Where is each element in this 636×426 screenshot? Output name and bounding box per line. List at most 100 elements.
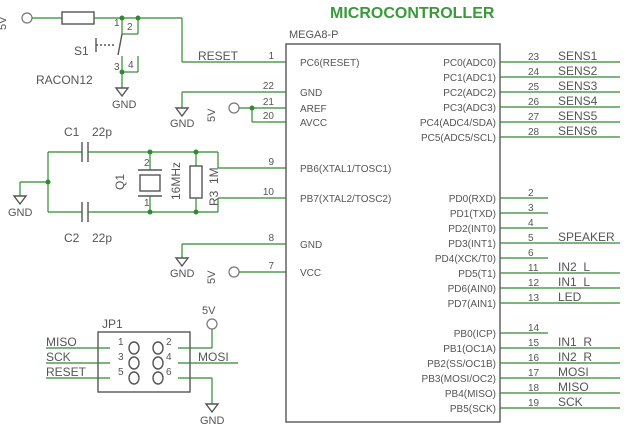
svg-text:1: 1 (114, 18, 120, 29)
chip-pin-number: 2 (528, 188, 534, 199)
res3-value: 1M (207, 167, 221, 184)
crystal-ref: Q1 (113, 174, 127, 190)
gnd-icon (174, 107, 190, 118)
chip-pin-name: PB3(MOSI/OC2) (422, 374, 496, 385)
svg-text:5V: 5V (206, 108, 218, 122)
svg-text:GND: GND (112, 99, 137, 111)
switch-ref: S1 (74, 44, 89, 58)
chip-pin-number: 5 (528, 233, 534, 244)
net-label: IN2_L (558, 260, 590, 274)
chip-pin-name: PB5(SCK) (450, 404, 496, 415)
chip-pin-name: PB7(XTAL2/TOSC2) (300, 194, 391, 205)
header-pin-number: 2 (166, 337, 172, 348)
gnd-icon (12, 195, 28, 206)
chip-pin-name: PD0(RXD) (449, 194, 496, 205)
switch-contact (117, 33, 123, 56)
chip-pin-name: PB6(XTAL1/TOSC1) (300, 164, 391, 175)
cap1-value: 22p (92, 125, 112, 139)
resistor-r3 (189, 165, 203, 199)
net-label: SCK (558, 395, 583, 409)
crystal-body (139, 174, 161, 192)
net-label: SENS1 (558, 49, 598, 63)
chip-pin-number: 25 (528, 82, 540, 93)
chip-pin-name: PB4(MISO) (445, 389, 496, 400)
header-pin-number: 5 (118, 367, 124, 378)
header-ref: JP1 (102, 317, 123, 331)
chip-pin-name: PB1(OC1A) (443, 344, 496, 355)
svg-text:RESET: RESET (46, 365, 87, 379)
reset-pullup-resistor (61, 11, 95, 25)
header-pin-number: 6 (166, 367, 172, 378)
reset-5v-label: 5V (0, 16, 9, 30)
svg-text:GND: GND (8, 207, 33, 219)
schematic-title: MICROCONTROLLER (330, 5, 495, 22)
chip-pin-number: 16 (528, 353, 540, 364)
net-label: MOSI (558, 365, 589, 379)
chip-pin-name: AVCC (300, 118, 327, 129)
chip-pin-number: 12 (528, 278, 540, 289)
header-pin (152, 341, 164, 355)
svg-text:MISO: MISO (46, 335, 77, 349)
net-label: SENS4 (558, 94, 598, 108)
header-pin (152, 356, 164, 370)
chip-pin-number: 28 (528, 127, 540, 138)
isp-header (97, 331, 191, 393)
cap2-ref: C2 (64, 231, 80, 245)
chip-pin-name: PD1(TXD) (450, 209, 496, 220)
net-label: SENS5 (558, 109, 598, 123)
header-mosi-label: MOSI (198, 350, 229, 364)
reset-net-label: RESET (198, 49, 239, 63)
chip-pin-number: 27 (528, 112, 540, 123)
header-pin (152, 371, 164, 385)
svg-text:2: 2 (144, 158, 150, 169)
aref-5v-terminal (228, 102, 240, 114)
chip-name: MEGA8-P (289, 29, 339, 41)
chip-pin-number: 1 (268, 51, 274, 62)
chip-pin-name: AREF (300, 104, 327, 115)
net-label: SENS6 (558, 124, 598, 138)
chip-pin-number: 9 (268, 157, 274, 168)
chip-pin-name: PB2(SS/OC1B) (427, 359, 496, 370)
net-label: MISO (558, 380, 589, 394)
chip-pin-number: 8 (268, 233, 274, 244)
svg-text:GND: GND (170, 268, 195, 280)
chip-pin-name: PC3(ADC3) (443, 103, 496, 114)
svg-text:GND: GND (170, 118, 195, 130)
chip-pin-number: 14 (528, 323, 540, 334)
net-label: IN1_R (558, 335, 592, 349)
chip-pin-name: PC6(RESET) (300, 58, 359, 69)
chip-pin-number: 6 (528, 248, 534, 259)
chip-pin-name: GND (300, 88, 322, 99)
chip-pin-number: 24 (528, 67, 540, 78)
chip-pin-number: 18 (528, 383, 540, 394)
chip-pin-number: 7 (268, 261, 274, 272)
chip-pin-number: 19 (528, 398, 540, 409)
chip-pin-name: PD4(XCK/T0) (435, 254, 496, 265)
svg-text:2: 2 (127, 22, 133, 33)
gnd-icon (114, 87, 130, 98)
net-label: SPEAKER (558, 230, 615, 244)
chip-left-pins: 1PC6(RESET)22GND21AREF20AVCC9PB6(XTAL1/T… (263, 51, 391, 279)
header-pin-number: 1 (118, 337, 124, 348)
header-pin-number: 3 (118, 352, 124, 363)
chip-pin-number: 17 (528, 368, 540, 379)
chip-pin-number: 15 (528, 338, 540, 349)
header-pin (128, 341, 140, 355)
net-label: LED (558, 290, 582, 304)
header-5v-terminal (206, 318, 218, 330)
cap2-value: 22p (92, 231, 112, 245)
svg-text:1: 1 (144, 198, 150, 209)
chip-pin-number: 20 (263, 111, 275, 122)
chip-body (285, 43, 501, 423)
net-label: IN1_L (558, 275, 590, 289)
net-label: SENS3 (558, 79, 598, 93)
gnd-icon (174, 257, 190, 268)
chip-pin-number: 10 (263, 187, 275, 198)
chip-pin-name: GND (300, 240, 322, 251)
chip-pin-name: PD6(AIN0) (448, 284, 496, 295)
chip-pin-name: PD2(INT0) (448, 224, 496, 235)
reset-5v-terminal (21, 12, 33, 24)
svg-text:GND: GND (200, 415, 225, 426)
chip-pin-name: PC0(ADC0) (443, 58, 496, 69)
